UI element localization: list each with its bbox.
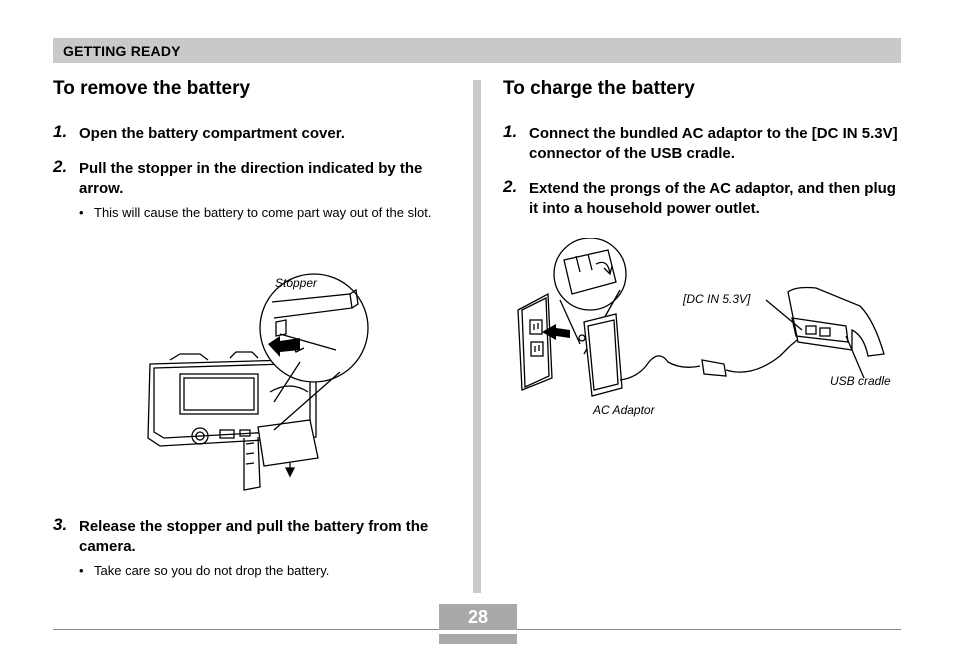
- ac-adaptor-caption: AC Adaptor: [593, 403, 655, 417]
- remove-step-2: 2. Pull the stopper in the direction ind…: [53, 157, 453, 199]
- charging-illustration: [517, 238, 885, 397]
- page-number: 28: [467, 607, 489, 627]
- remove-note-1: • This will cause the battery to come pa…: [55, 204, 445, 222]
- note-text: Take care so you do not drop the battery…: [94, 563, 330, 578]
- step-number: 2.: [503, 177, 518, 196]
- stopper-caption: Stopper: [275, 276, 318, 290]
- note-text: This will cause the battery to come part…: [94, 205, 432, 220]
- charge-step-1: 1. Connect the bundled AC adaptor to the…: [503, 122, 903, 164]
- step-text: Extend the prongs of the AC adaptor, and…: [529, 180, 896, 217]
- remove-note-2: • Take care so you do not drop the batte…: [55, 562, 445, 580]
- charge-battery-title: To charge the battery: [503, 78, 695, 99]
- step-number: 3.: [53, 515, 68, 534]
- step-text: Connect the bundled AC adaptor to the [D…: [529, 125, 898, 162]
- column-divider: [473, 80, 481, 593]
- page-number-tab: [439, 604, 517, 630]
- bullet-dot: •: [79, 205, 84, 220]
- step-text: Pull the stopper in the direction indica…: [79, 160, 423, 197]
- step-number: 1.: [53, 122, 68, 141]
- remove-step-1: 1. Open the battery compartment cover.: [53, 122, 453, 144]
- remove-battery-title: To remove the battery: [53, 78, 251, 99]
- step-number: 2.: [53, 157, 68, 176]
- remove-step-3: 3. Release the stopper and pull the batt…: [53, 515, 453, 557]
- bullet-dot: •: [79, 563, 84, 578]
- section-header-bar: GETTING READY: [53, 38, 901, 63]
- page-number-box: 28: [439, 604, 517, 644]
- step-number: 1.: [503, 122, 518, 141]
- step-text: Release the stopper and pull the battery…: [79, 518, 429, 555]
- step-text: Open the battery compartment cover.: [79, 125, 345, 142]
- dc-in-caption: [DC IN 5.3V]: [683, 292, 751, 306]
- camera-battery-illustration: [147, 273, 369, 491]
- charge-step-2: 2. Extend the prongs of the AC adaptor, …: [503, 177, 903, 219]
- page-number-base: [439, 634, 517, 644]
- section-header-label: GETTING READY: [63, 43, 181, 59]
- usb-cradle-caption: USB cradle: [830, 374, 891, 388]
